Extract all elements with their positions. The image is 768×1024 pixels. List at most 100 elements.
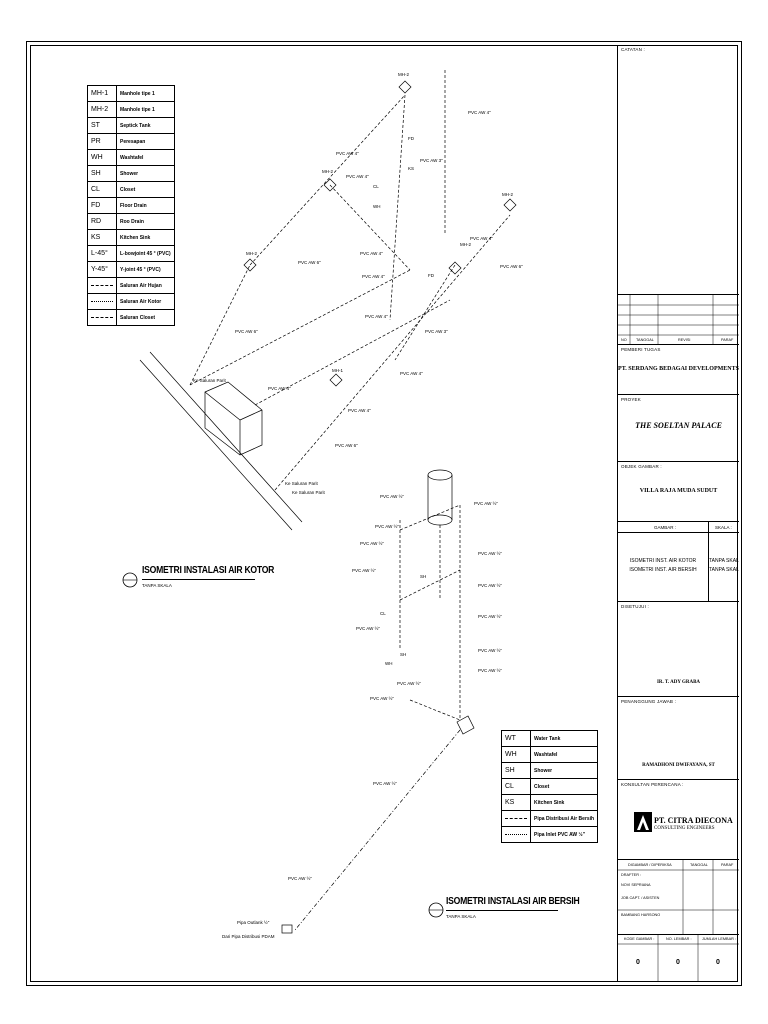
mh2-branch [189,264,251,386]
gambar-cell: GAMBAR : SKALA : ISOMETRI INST. AIR KOTO… [618,522,739,602]
svg-text:PVC AW ½": PVC AW ½" [380,493,404,499]
catatan-cell: CATATAN : [618,45,739,295]
branch-mh2-left [329,184,411,271]
pemberi-tugas-cell: PEMBERI TUGAS PT. SERDANG BEDAGAI DEVELO… [618,345,739,395]
svg-text:PVC AW 3": PVC AW 3" [420,158,443,163]
konsultan-cell: KONSULTAN PERENCANA : PT. CITRA DIECONA … [618,780,739,860]
title-mark-bersih [428,902,444,918]
svg-text:MH-2: MH-2 [246,251,257,256]
svg-text:PVC AW ½": PVC AW ½" [397,680,421,686]
svg-text:CL: CL [380,611,386,616]
svg-text:PVC AW ½": PVC AW ½" [360,540,384,546]
subtitle-air-kotor: TANPA SKALA [142,583,172,588]
svg-text:PVC AW ½": PVC AW ½" [478,647,502,653]
outer-border [26,41,742,986]
svg-text:SH: SH [420,574,426,579]
mh-icon-5 [448,261,462,275]
svg-text:PVC AW 4": PVC AW 4" [360,251,383,256]
svg-text:PVC AW ½": PVC AW ½" [478,667,502,673]
konsultan-logo [634,812,652,832]
svg-text:PVC AW 3": PVC AW 3" [425,329,448,334]
svg-text:KS: KS [408,166,414,171]
title-air-bersih: ISOMETRI INSTALASI AIR BERSIH [446,895,580,907]
svg-text:PVC AW ½": PVC AW ½" [478,582,502,588]
main-pipe-2 [254,299,451,406]
line-style-sample [91,284,113,286]
mh-icon-6 [329,373,343,387]
svg-text:FD: FD [408,136,415,141]
mh-icon-2 [323,178,337,192]
svg-text:WH: WH [385,661,393,666]
svg-text:PVC AW 4": PVC AW 4" [470,236,493,241]
svg-text:Dari Pipa Distribusi PDAM: Dari Pipa Distribusi PDAM [222,934,275,939]
septic-tank [204,381,263,456]
line-style-sample [505,817,527,819]
svg-text:Ke Saluran Parit: Ke Saluran Parit [193,378,227,383]
svg-text:PVC AW ½": PVC AW ½" [356,625,380,631]
svg-text:PVC AW 4": PVC AW 4" [365,314,388,319]
air-bersih-labels: PVC AW ½" PVC AW ½" PVC AW ½" PVC AW ½" … [222,493,502,939]
penanggung-jawab-cell: PENANGGUNG JAWAB : RAMADHONI DWIFAYANA, … [618,697,739,780]
svg-text:MH-2: MH-2 [398,72,409,77]
air-kotor-pipes [139,70,517,531]
svg-text:PVC AW 6": PVC AW 6" [298,260,321,265]
road-edge-2 [149,351,303,523]
svg-text:PVC AW 4": PVC AW 4" [346,174,369,179]
svg-text:PVC AW 4": PVC AW 4" [268,386,291,391]
upper-run [249,94,406,266]
mh-icon-4 [503,198,517,212]
legend-row: Pipa Inlet PVC AW ½" [501,826,599,843]
kode-cell: KODE GAMBAR : NO. LEMBAR : JUMLAH LEMBAR… [618,935,739,982]
title-underline-bersih [446,910,558,911]
main-pipe-3 [274,214,511,491]
svg-text:WH: WH [373,204,381,209]
svg-text:PVC AW 4": PVC AW 4" [362,274,385,279]
mh-icon-3 [243,258,257,272]
svg-text:PVC AW ½": PVC AW ½" [474,500,498,506]
title-underline-kotor [142,579,255,580]
line-style-sample [91,300,113,302]
drawing-sheet [30,45,738,982]
main-pipe-1 [189,269,411,386]
legend-row: Saluran Closet [87,309,175,326]
drafter-cell: DIGAMBAR / DIPERIKSA TANGGAL PARAF DRAFT… [618,860,739,935]
svg-text:MH-2: MH-2 [502,192,513,197]
svg-text:PVC AW 4": PVC AW 4" [336,151,359,156]
proyek-cell: PROYEK THE SOELTAN PALACE [618,395,739,462]
title-block: CATATAN : NO TANGGAL REVISI PARAF PEMBER… [617,45,739,982]
svg-text:PVC AW ½": PVC AW ½" [370,695,394,701]
legend-desc: Kitchen Sink [529,794,599,811]
pdam-source [281,924,293,934]
inlet-valve [456,715,475,735]
title-mark-kotor [122,572,138,588]
svg-text:PVC AW ½": PVC AW ½" [373,780,397,786]
svg-text:PVC AW 6": PVC AW 6" [500,264,523,269]
inlet-pipe [294,729,461,931]
mh-icon-1 [398,80,412,94]
disetujui-cell: DISETUJUI : IR. T. ADY GRABA [618,602,739,697]
svg-text:MH-2: MH-2 [322,169,333,174]
svg-text:CL: CL [373,184,379,189]
svg-text:Pipa Outlank ½": Pipa Outlank ½" [237,919,270,925]
air-kotor-labels: PVC AW 4" PVC AW 4" PVC AW 3" PVC AW 4" … [193,72,523,495]
subtitle-air-bersih: TANPA SKALA [446,914,476,919]
svg-text:PVC AW ½": PVC AW ½" [288,875,312,881]
vertical-stack-1 [389,94,406,321]
svg-text:Ke Saluran Parit: Ke Saluran Parit [285,481,319,486]
air-bersih-pipes [281,469,475,934]
water-tank-top [427,469,453,481]
svg-text:MH-1: MH-1 [332,368,343,373]
svg-text:PVC AW ½": PVC AW ½" [352,567,376,573]
legend-desc: Pipa Inlet PVC AW ½" [529,826,599,843]
svg-text:MH-2: MH-2 [460,242,471,247]
svg-text:SH: SH [400,652,406,657]
objek-cell: OBJEK GAMBAR : VILLA RAJA MUDA SUDUT [618,462,739,522]
road-edge-1 [139,359,293,531]
